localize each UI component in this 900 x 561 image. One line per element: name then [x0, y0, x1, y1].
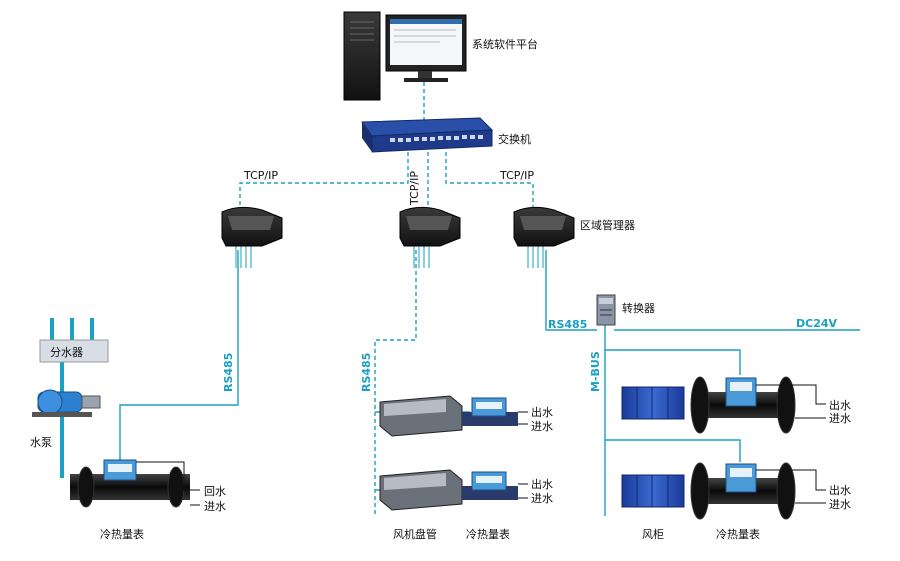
- pump-label: 水泵: [30, 436, 52, 449]
- tcp-label-left: TCP/IP: [243, 169, 278, 182]
- pipes-right-1: [756, 384, 826, 419]
- ahu-2-icon: [621, 474, 685, 508]
- pipe-in-mid-2: 进水: [531, 492, 553, 505]
- water-pump-icon: [32, 389, 101, 417]
- bus-rs485-mid: [374, 250, 417, 516]
- area-manager-left: [221, 206, 283, 247]
- pipe-out-right-2: 出水: [829, 483, 851, 497]
- area-manager-right: [513, 206, 575, 247]
- pipe-out-mid-2: 出水: [531, 477, 553, 491]
- meter-left-icon: [70, 459, 190, 508]
- dc24v-label: DC24V: [796, 317, 838, 330]
- network-switch-icon: [361, 117, 494, 153]
- pipe-supply-left: 进水: [204, 500, 226, 513]
- tcp-label-right: TCP/IP: [499, 169, 534, 182]
- area-manager-label: 区域管理器: [580, 218, 635, 232]
- mbus-label: M-BUS: [589, 351, 602, 392]
- platform-label: 系统软件平台: [472, 37, 538, 51]
- link-tcp-left: [239, 152, 409, 208]
- bus-rs485-right: [545, 250, 597, 331]
- rs485-label-mid: RS485: [360, 353, 373, 392]
- ahu-label: 风柜: [642, 528, 664, 541]
- meter-mid-label: 冷热量表: [466, 527, 510, 541]
- pipes-left: [136, 461, 200, 506]
- rs485-label-right: RS485: [548, 318, 587, 331]
- fan-coil-2-icon: [379, 469, 463, 511]
- meter-right-label: 冷热量表: [716, 527, 760, 541]
- pipe-in-mid-1: 进水: [531, 420, 553, 433]
- converter-icon: [596, 294, 616, 326]
- pipe-in-right-1: 进水: [829, 412, 851, 425]
- converter-label: 转换器: [622, 301, 655, 315]
- pipe-out-mid-1: 出水: [531, 405, 553, 419]
- pipes-right-2: [756, 469, 826, 504]
- meter-right-1-icon: [690, 376, 796, 434]
- terminal-wires: [235, 244, 544, 268]
- meter-mid-1-icon: [462, 397, 518, 426]
- ahu-1-icon: [621, 386, 685, 420]
- area-manager-mid: [399, 206, 461, 247]
- bus-mbus-branch-2: [605, 439, 741, 462]
- rs485-label-left: RS485: [222, 353, 235, 392]
- meter-right-2-icon: [690, 462, 796, 520]
- computer-icon: [343, 11, 467, 101]
- link-tcp-right: [445, 152, 534, 208]
- pipe-return-left: 回水: [204, 485, 226, 498]
- pipe-in-right-2: 进水: [829, 498, 851, 511]
- bus-rs485-left: [119, 250, 239, 465]
- fan-coil-1-icon: [379, 395, 463, 437]
- switch-label: 交换机: [498, 132, 531, 146]
- pipes-mid-1: [518, 411, 528, 425]
- distributor-label: 分水器: [50, 346, 83, 359]
- tcp-label-mid: TCP/IP: [408, 171, 421, 206]
- bus-mbus-branch-1: [605, 349, 741, 375]
- fancoil-label: 风机盘管: [393, 527, 437, 541]
- pipes-mid-2: [518, 483, 528, 499]
- meter-left-label: 冷热量表: [100, 527, 144, 541]
- pipe-out-right-1: 出水: [829, 398, 851, 412]
- meter-mid-2-icon: [462, 471, 518, 500]
- water-distributor-icon: [39, 339, 109, 363]
